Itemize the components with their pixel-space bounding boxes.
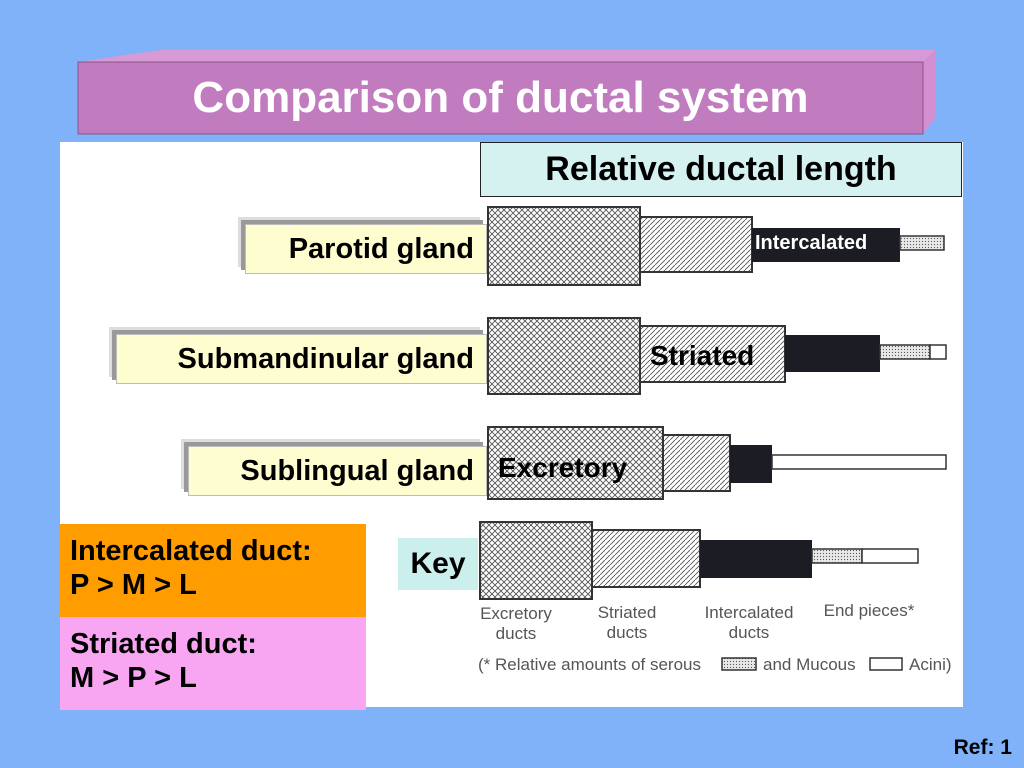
sublingual-intercalated-segment: [730, 445, 772, 483]
gland-label-parotid: Parotid gland: [245, 224, 487, 274]
mucous-swatch: [869, 657, 903, 671]
gland-label-submandibular: Submandinular gland: [116, 334, 487, 384]
key-duct: [479, 521, 919, 600]
relative-length-header: Relative ductal length: [480, 142, 962, 197]
sublingual-excretory-segment: [487, 426, 664, 500]
sublingual-end-piece: [771, 454, 947, 470]
submandibular-end-piece: [879, 344, 931, 360]
submandibular-striated-segment: [639, 325, 786, 383]
key-excretory-caption: Excretory ducts: [480, 604, 552, 643]
striated-label: Striated: [650, 340, 755, 371]
submandibular-excretory-segment: [487, 317, 641, 395]
submandibular-end-piece-mucous: [929, 344, 947, 360]
striated-comparison-box: Striated duct: M > P > L: [60, 617, 366, 710]
sublingual-duct: [487, 426, 947, 500]
key-intercalated-caption: Intercalated ducts: [704, 603, 794, 642]
key-footnote-part2: and Mucous: [763, 655, 856, 674]
page-title: Comparison of ductal system: [192, 73, 809, 122]
parotid-end-piece: [899, 235, 945, 251]
intercalated-comparison-box: Intercalated duct: P > M > L: [60, 524, 366, 617]
striated-comparison-order: M > P > L: [70, 662, 197, 694]
key-excretory-segment: [479, 521, 593, 600]
key-striated-caption: Striated ducts: [597, 603, 657, 642]
key-footnote-part1: (* Relative amounts of serous: [478, 655, 701, 674]
key-footnote-part3: Acini): [909, 655, 952, 674]
key-intercalated-segment: [700, 540, 812, 578]
submandibular-duct: [487, 317, 947, 395]
excretory-label: Excretory: [498, 452, 628, 483]
striated-comparison-title: Striated duct:: [70, 628, 257, 660]
title-banner: Comparison of ductal system: [0, 0, 1024, 140]
title-banner-shape: [77, 50, 935, 135]
submandibular-intercalated-segment: [785, 335, 880, 372]
intercalated-comparison-title: Intercalated duct:: [70, 535, 312, 567]
key-end-pieces-caption: End pieces*: [823, 601, 915, 620]
intercalated-label: Intercalated: [755, 232, 868, 254]
key-end-piece-serous: [811, 548, 863, 564]
parotid-intercalated-segment: [752, 228, 900, 262]
parotid-striated-segment: [639, 216, 753, 273]
key-striated-segment: [591, 529, 701, 588]
key-label: Key: [398, 538, 478, 590]
sublingual-striated-segment: [662, 434, 731, 492]
reference-label: Ref: 1: [953, 736, 1012, 759]
intercalated-comparison-order: P > M > L: [70, 569, 197, 601]
parotid-duct: [487, 206, 945, 286]
serous-swatch: [721, 657, 757, 671]
gland-label-sublingual: Sublingual gland: [188, 446, 487, 496]
parotid-excretory-segment: [487, 206, 641, 286]
key-end-piece-mucous: [861, 548, 919, 564]
